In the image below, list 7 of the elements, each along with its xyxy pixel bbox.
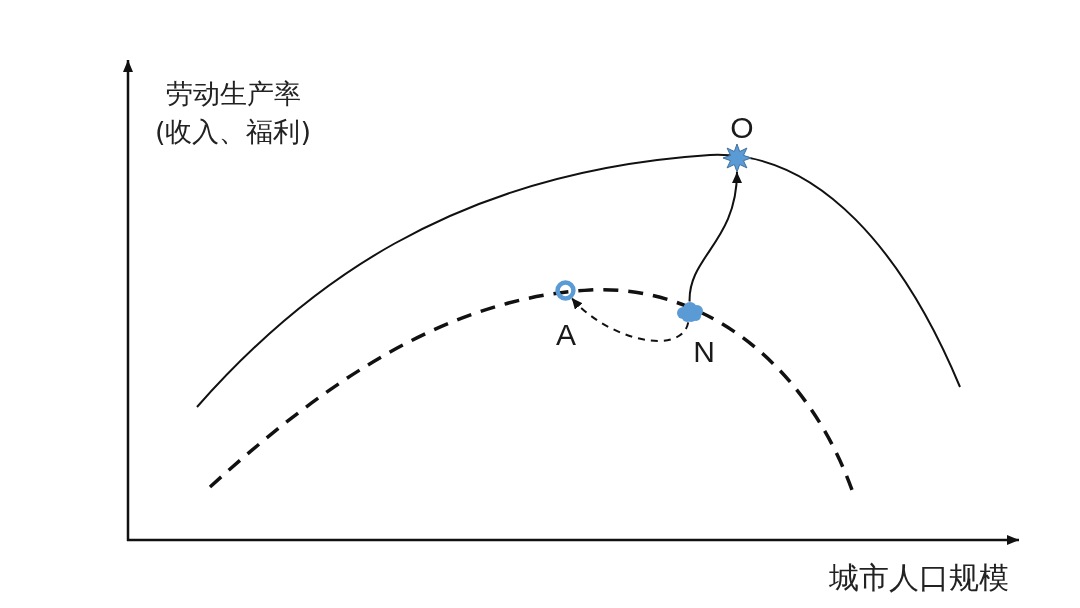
dashed-arrow	[570, 297, 690, 342]
axis-title: 城市人口规模	[829, 560, 1009, 596]
point-label: O	[729, 113, 755, 143]
axis-title: 劳动生产率(收入、福利)	[153, 77, 313, 149]
point-label: N	[692, 337, 716, 367]
curved-arrow	[688, 171, 742, 303]
point-label: A	[555, 320, 577, 350]
